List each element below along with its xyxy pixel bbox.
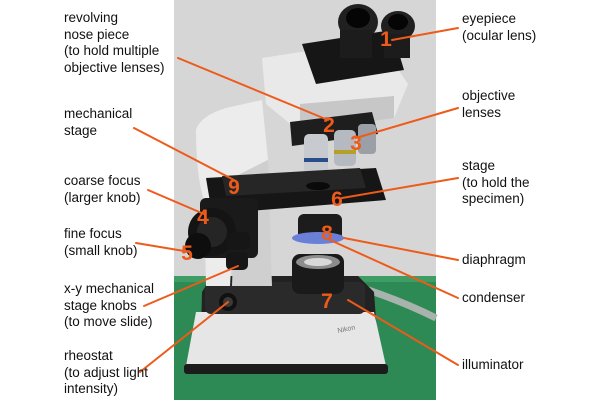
eyepiece-tube-left [340,30,372,58]
xy-stage-knob-lower [226,252,248,270]
leader-line-stage [341,177,459,199]
label-condenser: condenser [462,290,526,305]
label-diaphragm: diaphragm [462,252,526,267]
leader-line-condenser [329,239,459,299]
stage-top [222,168,366,196]
callout-2: 2 [323,114,335,137]
callout-1: 1 [380,28,392,51]
label-fine-focus: fine focus (small knob) [64,226,138,258]
objective-lens-b [334,130,356,166]
stage-aperture [306,182,330,190]
objective-lens-c [358,124,376,154]
leader-line-diaphragm [343,237,459,261]
leader-lines [133,27,459,373]
label-rheostat: rheostat (to adjust light intensity) [64,348,149,396]
objective-lens-a [304,134,328,174]
label-coarse-focus: coarse focus (larger knob) [64,173,141,205]
eyepiece-right-lens [388,14,408,30]
microscope-base-foot [184,364,388,374]
callout-6: 6 [331,188,343,211]
microscope-base [186,312,386,366]
callout-9: 9 [228,176,240,199]
leader-line-mechanical-stage [133,127,235,181]
brand-logo: Nikon [337,324,356,335]
callout-7: 7 [321,290,333,313]
label-revolving-nose-piece: revolving nose piece (to hold multiple o… [64,10,165,75]
leader-line-xy-knobs [143,265,239,307]
callout-8: 8 [321,222,333,245]
leader-line-rheostat [139,301,229,373]
callout-3: 3 [350,132,362,155]
leader-line-nose-piece [177,57,329,121]
leader-line-illuminator [347,299,459,366]
leader-line-objectives [355,107,459,139]
callout-numbers: 1 2 3 4 5 6 7 8 9 [181,28,392,313]
callout-5: 5 [181,242,193,265]
label-stage: stage (to hold the specimen) [462,158,530,206]
label-mechanical-stage: mechanical stage [64,106,133,138]
label-illuminator: illuminator [462,357,524,372]
fine-focus-knob [185,233,211,259]
objective-ring-b [334,150,356,154]
label-xy-stage-knobs: x-y mechanical stage knobs (to move slid… [64,281,155,329]
illuminator-lens-core [304,258,332,266]
eyepiece-left-lens [346,8,370,28]
label-objective-lenses: objective lenses [462,88,516,120]
callout-4: 4 [197,206,209,229]
leader-line-fine-focus [135,242,191,253]
objective-ring-a [304,158,328,162]
label-eyepiece: eyepiece (ocular lens) [462,11,537,43]
xy-stage-knob-upper [226,232,250,250]
leader-line-coarse-focus [147,189,205,215]
leader-line-eyepiece [391,27,459,41]
